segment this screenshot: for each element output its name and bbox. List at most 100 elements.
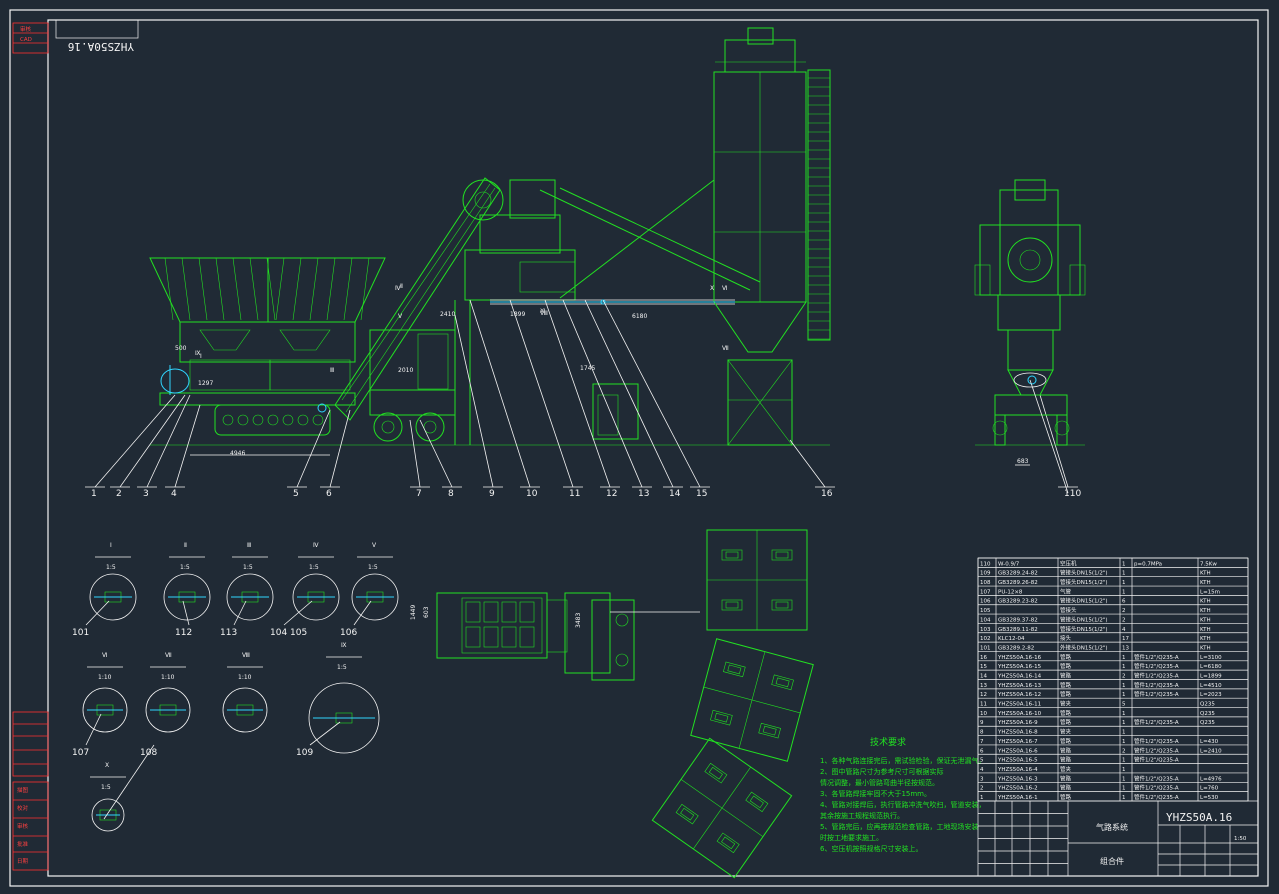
section-mark: Ⅺ [540, 308, 546, 315]
balloon-1: 1 [91, 489, 97, 499]
bom-cell: 101 [980, 645, 991, 651]
balloon-7: 7 [416, 489, 422, 499]
incline-belt-conveyor [334, 177, 501, 421]
bom-cell: 气管 [1060, 587, 1072, 595]
bom-cell: YHZS50A.16-10 [997, 711, 1042, 717]
bom-cell: KTH [1200, 608, 1211, 614]
bom-cell: 管路 [1060, 756, 1072, 764]
section-mark: Ⅱ [400, 283, 403, 290]
outer-border [9, 9, 1269, 887]
bom-cell: 1 [1122, 720, 1126, 726]
bom-cell: 管件1/2"/Q235-A [1134, 681, 1179, 689]
bom-cell: KTH [1200, 571, 1211, 577]
bom-cell: YHZS50A.16-9 [997, 720, 1038, 726]
bom-cell: 107 [980, 589, 991, 595]
bom-cell: 105 [980, 608, 991, 614]
tech-requirement-line: 6、空压机按照规格尺寸安装上。 [820, 844, 922, 853]
bom-cell: 管夹 [1060, 765, 1072, 773]
bom-cell: YHZS50A.16-13 [997, 683, 1042, 689]
mirrored-drawing-code: YHZS50A.16 [68, 40, 134, 53]
bom-cell: 13 [1122, 645, 1129, 651]
bom-cell: 管路 [1060, 718, 1072, 726]
bom-cell: 5 [1122, 702, 1126, 708]
bom-cell: 管路 [1060, 737, 1072, 745]
tech-requirement-line: 其余按施工规程规范执行。 [820, 811, 904, 820]
strip-bottom-label-1: 描图 [17, 786, 29, 794]
bom-cell: 1 [1122, 589, 1126, 595]
bom-cell: 管件1/2"/Q235-A [1134, 756, 1179, 764]
balloon-11: 11 [569, 489, 580, 499]
detail-mark: Ⅷ [242, 652, 250, 659]
bom-cell: YHZS50A.16-8 [997, 730, 1038, 736]
bom-cell: 108 [980, 580, 991, 586]
detail-scale: 1:5 [180, 564, 190, 571]
left-strip: 审核 CAD 描图 校对 审核 批准 日期 [12, 22, 49, 871]
bom-cell: YHZS50A.16-12 [997, 692, 1041, 698]
balloon-110: 110 [1064, 489, 1081, 499]
dim-1449: 1449 [410, 605, 417, 620]
dim-6180: 6180 [632, 313, 647, 320]
bom-cell: YHZS50A.16-2 [997, 786, 1038, 792]
balloon-10: 10 [526, 489, 538, 499]
bom-cell: 6 [1122, 599, 1126, 605]
bom-cell: L=4510 [1200, 683, 1222, 689]
bom-cell: KTH [1200, 617, 1211, 623]
bom-cell: 15 [980, 664, 987, 670]
balloon-5: 5 [293, 489, 299, 499]
bom-cell: 管接头DN15(1/2") [1060, 569, 1108, 577]
dim-3483: 3483 [575, 613, 582, 628]
bom-cell: 1 [1122, 561, 1126, 567]
section-mark: Ⅲ [330, 367, 334, 374]
section-mark: Ⅶ [722, 345, 729, 352]
bom-cell: 7 [980, 739, 984, 745]
dim-500: 500 [175, 345, 187, 352]
bom-cell: YHZS50A.16-11 [997, 702, 1041, 708]
bom-cell: 1 [1122, 795, 1126, 801]
bom-cell: 管路 [1060, 662, 1072, 670]
section-mark: Ⅸ [195, 350, 201, 357]
bom-cell: YHZS50A.16-4 [997, 767, 1038, 773]
bom-cell: PU-12×8 [998, 589, 1023, 595]
bom-cell: 管件1/2"/Q235-A [1134, 746, 1179, 754]
bom-cell: Q235 [1200, 702, 1215, 708]
bom-cell: GB3289.26-82 [998, 580, 1038, 586]
bom-cell: 管夹 [1060, 700, 1072, 708]
bom-cell: 管件1/2"/Q235-A [1134, 784, 1179, 792]
balloon-leaders [85, 299, 1078, 488]
bom-cell: 管路 [1060, 681, 1072, 689]
bom-cell: 1 [1122, 655, 1126, 661]
detail-callout: 109 [296, 748, 313, 758]
detail-scale: 1:5 [368, 564, 378, 571]
detail-mark: Ⅳ [313, 542, 319, 549]
bom-cell: L=3100 [1200, 655, 1222, 661]
bom-cell: KTH [1200, 636, 1211, 642]
bom-cell: 1 [1122, 664, 1126, 670]
balloon-6: 6 [326, 489, 332, 499]
detail-mark: Ⅲ [247, 542, 251, 549]
section-mark: Ⅹ [710, 285, 714, 292]
detail-mark: Ⅹ [105, 762, 109, 769]
bom-cell: 1 [1122, 767, 1126, 773]
detail-mark: Ⅴ [372, 542, 377, 549]
bom-cell: 109 [980, 571, 991, 577]
tech-requirement-line: 3、各管路焊接牢固不大于15mm。 [820, 789, 931, 798]
bom-cell: 16 [980, 655, 987, 661]
bom-cell: 管件1/2"/Q235-A [1134, 793, 1179, 801]
detail-scale: 1:5 [106, 564, 116, 571]
bom-cell: 管夹 [1060, 728, 1072, 736]
detail-callout: 108 [140, 748, 157, 758]
bom-cell: 2 [1122, 674, 1126, 680]
sheet-info: 1:50 [1234, 836, 1247, 842]
bom-cell: p=0.7MPa [1134, 561, 1162, 567]
detail-scale: 1:10 [161, 674, 175, 681]
dim-683: 683 [1017, 458, 1029, 465]
bom-cell: L=530 [1200, 795, 1219, 801]
balloon-13: 13 [638, 489, 649, 499]
detail-scale: 1:10 [238, 674, 252, 681]
detail-mark: Ⅵ [102, 652, 108, 659]
bom-cell: 1 [980, 795, 984, 801]
detail-callout: 106 [340, 628, 357, 638]
bom-cell: 103 [980, 627, 991, 633]
bom-cell: 4 [980, 767, 984, 773]
bom-cell: W-0.9/7 [998, 561, 1020, 567]
